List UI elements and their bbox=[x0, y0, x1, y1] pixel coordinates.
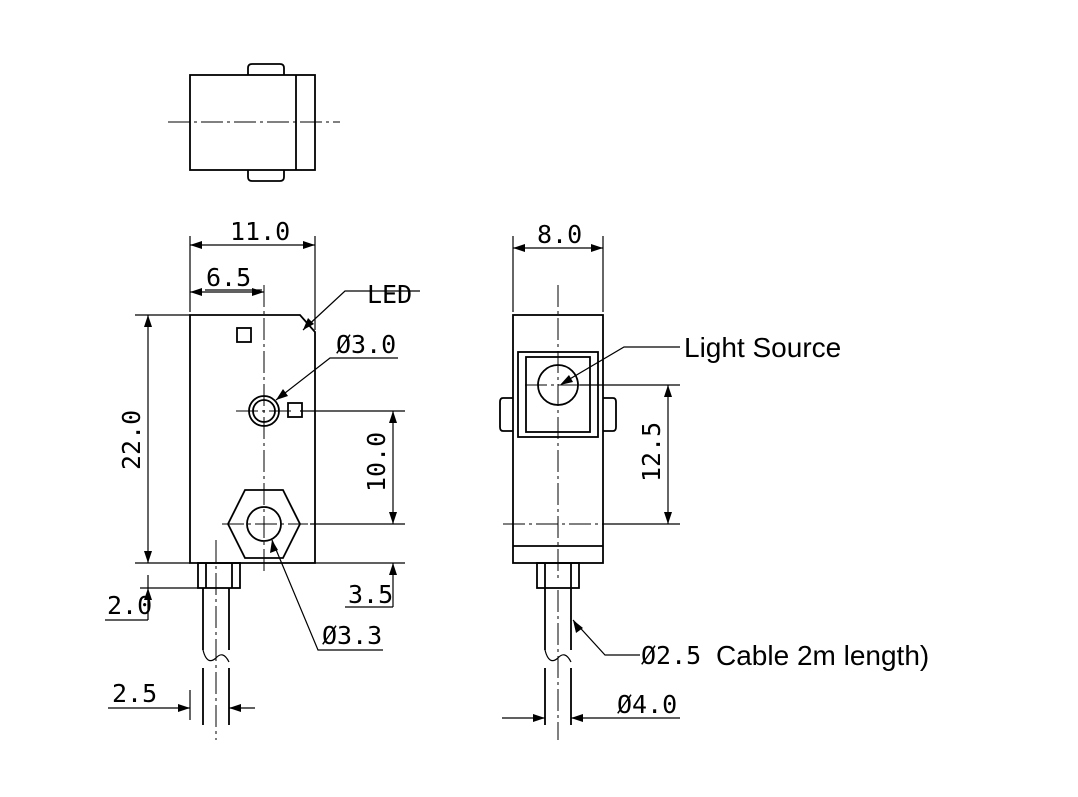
dim-stem-height: 2.0 bbox=[107, 591, 152, 620]
dim-led-hole-dia: Ø3.0 bbox=[336, 330, 396, 359]
dim-stem-width: 2.5 bbox=[112, 679, 157, 708]
indicator-square bbox=[236, 327, 252, 343]
side-dimensions: 8.0 12.5 Light Source Ø2.5 Cable 2m leng… bbox=[502, 220, 929, 722]
dim-hole-bottom: 3.5 bbox=[348, 580, 393, 609]
dim-height-total: 22.0 bbox=[117, 410, 146, 470]
light-source-label: Light Source bbox=[684, 332, 841, 363]
front-dimensions: 11.0 6.5 22.0 10.0 3.5 2.0 bbox=[105, 217, 420, 720]
dim-mount-hole-dia: Ø3.3 bbox=[322, 621, 382, 650]
dim-hole-spacing: 10.0 bbox=[362, 432, 391, 492]
dim-width-total: 11.0 bbox=[230, 217, 290, 246]
dim-source-height: 12.5 bbox=[637, 422, 666, 482]
dim-side-width: 8.0 bbox=[537, 220, 582, 249]
dim-width-offset: 6.5 bbox=[206, 263, 251, 292]
front-view bbox=[189, 285, 316, 740]
led-label: LED bbox=[367, 280, 412, 309]
top-view bbox=[168, 63, 340, 182]
indicator-square-2 bbox=[287, 402, 303, 418]
cable-label: Cable 2m length) bbox=[716, 640, 929, 671]
dim-cable-dia: Ø2.5 bbox=[641, 641, 701, 670]
dim-cable-outer-dia: Ø4.0 bbox=[617, 690, 677, 719]
side-view bbox=[499, 285, 617, 740]
